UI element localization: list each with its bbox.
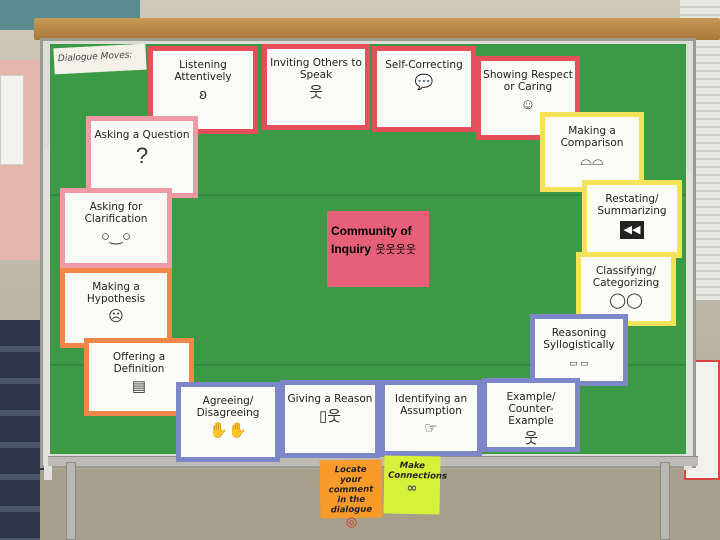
- sticky-note-make-connections: Make Connections ∞: [383, 455, 447, 515]
- card-label: Self-Correcting: [385, 59, 463, 71]
- card-label: Offering a Definition: [112, 351, 166, 375]
- chain-link-icon: ∞: [406, 480, 418, 497]
- card-label: Showing Respect or Caring: [483, 69, 573, 93]
- wall-paper: [0, 75, 24, 165]
- card-label: Giving a Reason: [287, 393, 373, 405]
- easel-left-post: [44, 150, 52, 480]
- card-label: Identifying an Assumption: [394, 393, 468, 417]
- handshake-icon: ✋✋: [209, 422, 247, 439]
- card-label: Restating/ Summarizing: [597, 193, 667, 217]
- card-asking-question: Asking a Question ?: [86, 116, 198, 198]
- card-agreeing-disagreeing: Agreeing/ Disagreeing ✋✋: [176, 382, 280, 462]
- group-of-people-icon: 웃웃웃웃: [375, 244, 416, 256]
- paper-seam: [50, 364, 686, 366]
- community-of-inquiry-card: Community of Inquiry 웃웃웃웃: [327, 211, 429, 287]
- card-showing-respect: Showing Respect or Caring ☺: [476, 56, 580, 140]
- ear-icon: ʚ: [199, 86, 207, 103]
- sticky-note-locate-comment: Locate your comment in the dialogue ◎: [319, 459, 383, 530]
- circles-icon: ◯◯: [609, 292, 643, 309]
- card-restating-summarizing: Restating/ Summarizing ◀◀: [582, 180, 682, 258]
- question-mark-icon: ?: [135, 143, 149, 168]
- card-inviting-others: Inviting Others to Speak 웃: [262, 44, 370, 130]
- card-reasoning-syllogistically: Reasoning Syllogistically ▭ ▭: [530, 314, 628, 386]
- presenter-icon: ▯웃: [318, 408, 342, 425]
- board-wooden-frame: [34, 18, 720, 40]
- card-asking-clarification: Asking for Clarification ○‿○: [60, 188, 172, 268]
- person-small-icon: 웃: [524, 430, 538, 447]
- hands-icon: ☺: [520, 96, 536, 113]
- speech-bubble-icon: 💬: [414, 74, 434, 91]
- rewind-icon: ◀◀: [619, 221, 645, 239]
- book-icon: ▤: [131, 378, 147, 395]
- glasses-icon: ○‿○: [100, 228, 132, 245]
- target-icon: ◎: [345, 514, 358, 531]
- paper-seam: [50, 194, 686, 196]
- card-label: Reasoning Syllogistically: [543, 327, 615, 351]
- card-label: Listening Attentively: [174, 59, 232, 83]
- hand-pointing-icon: ☞: [424, 420, 438, 437]
- card-label: Inviting Others to Speak: [270, 57, 362, 81]
- card-giving-reason: Giving a Reason ▯웃: [280, 380, 380, 458]
- card-offering-definition: Offering a Definition ▤: [84, 338, 194, 416]
- card-label: Asking for Clarification: [84, 201, 148, 225]
- board-leg-right: [660, 462, 670, 540]
- card-classifying-categorizing: Classifying/ Categorizing ◯◯: [576, 252, 676, 326]
- thinking-face-icon: ☹: [108, 308, 124, 325]
- card-label: Making a Hypothesis: [86, 281, 146, 305]
- card-label: Example/ Counter-Example: [506, 391, 556, 427]
- shoes-icon: ⌓⌓: [580, 152, 604, 169]
- person-icon: 웃: [309, 84, 323, 101]
- card-label: Agreeing/ Disagreeing: [196, 395, 260, 419]
- card-making-comparison: Making a Comparison ⌓⌓: [540, 112, 644, 192]
- card-self-correcting: Self-Correcting 💬: [372, 46, 476, 132]
- card-example-counter-example: Example/ Counter-Example 웃: [482, 378, 580, 452]
- card-label: Asking a Question: [94, 129, 190, 141]
- easel-right-post: [684, 170, 692, 470]
- sticky-text: Locate your comment in the dialogue: [328, 464, 374, 516]
- card-label: Making a Comparison: [560, 125, 624, 149]
- card-label: Classifying/ Categorizing: [592, 265, 660, 289]
- card-identifying-assumption: Identifying an Assumption ☞: [380, 380, 482, 456]
- center-title: Community of Inquiry: [331, 224, 412, 256]
- sticky-text: Make Connections: [388, 460, 448, 482]
- dialogue-moves-heading: Dialogue Moves:: [53, 43, 147, 75]
- board-leg-left: [66, 462, 76, 540]
- card-making-hypothesis: Making a Hypothesis ☹: [60, 268, 172, 348]
- text-icon: ▭ ▭: [569, 358, 589, 368]
